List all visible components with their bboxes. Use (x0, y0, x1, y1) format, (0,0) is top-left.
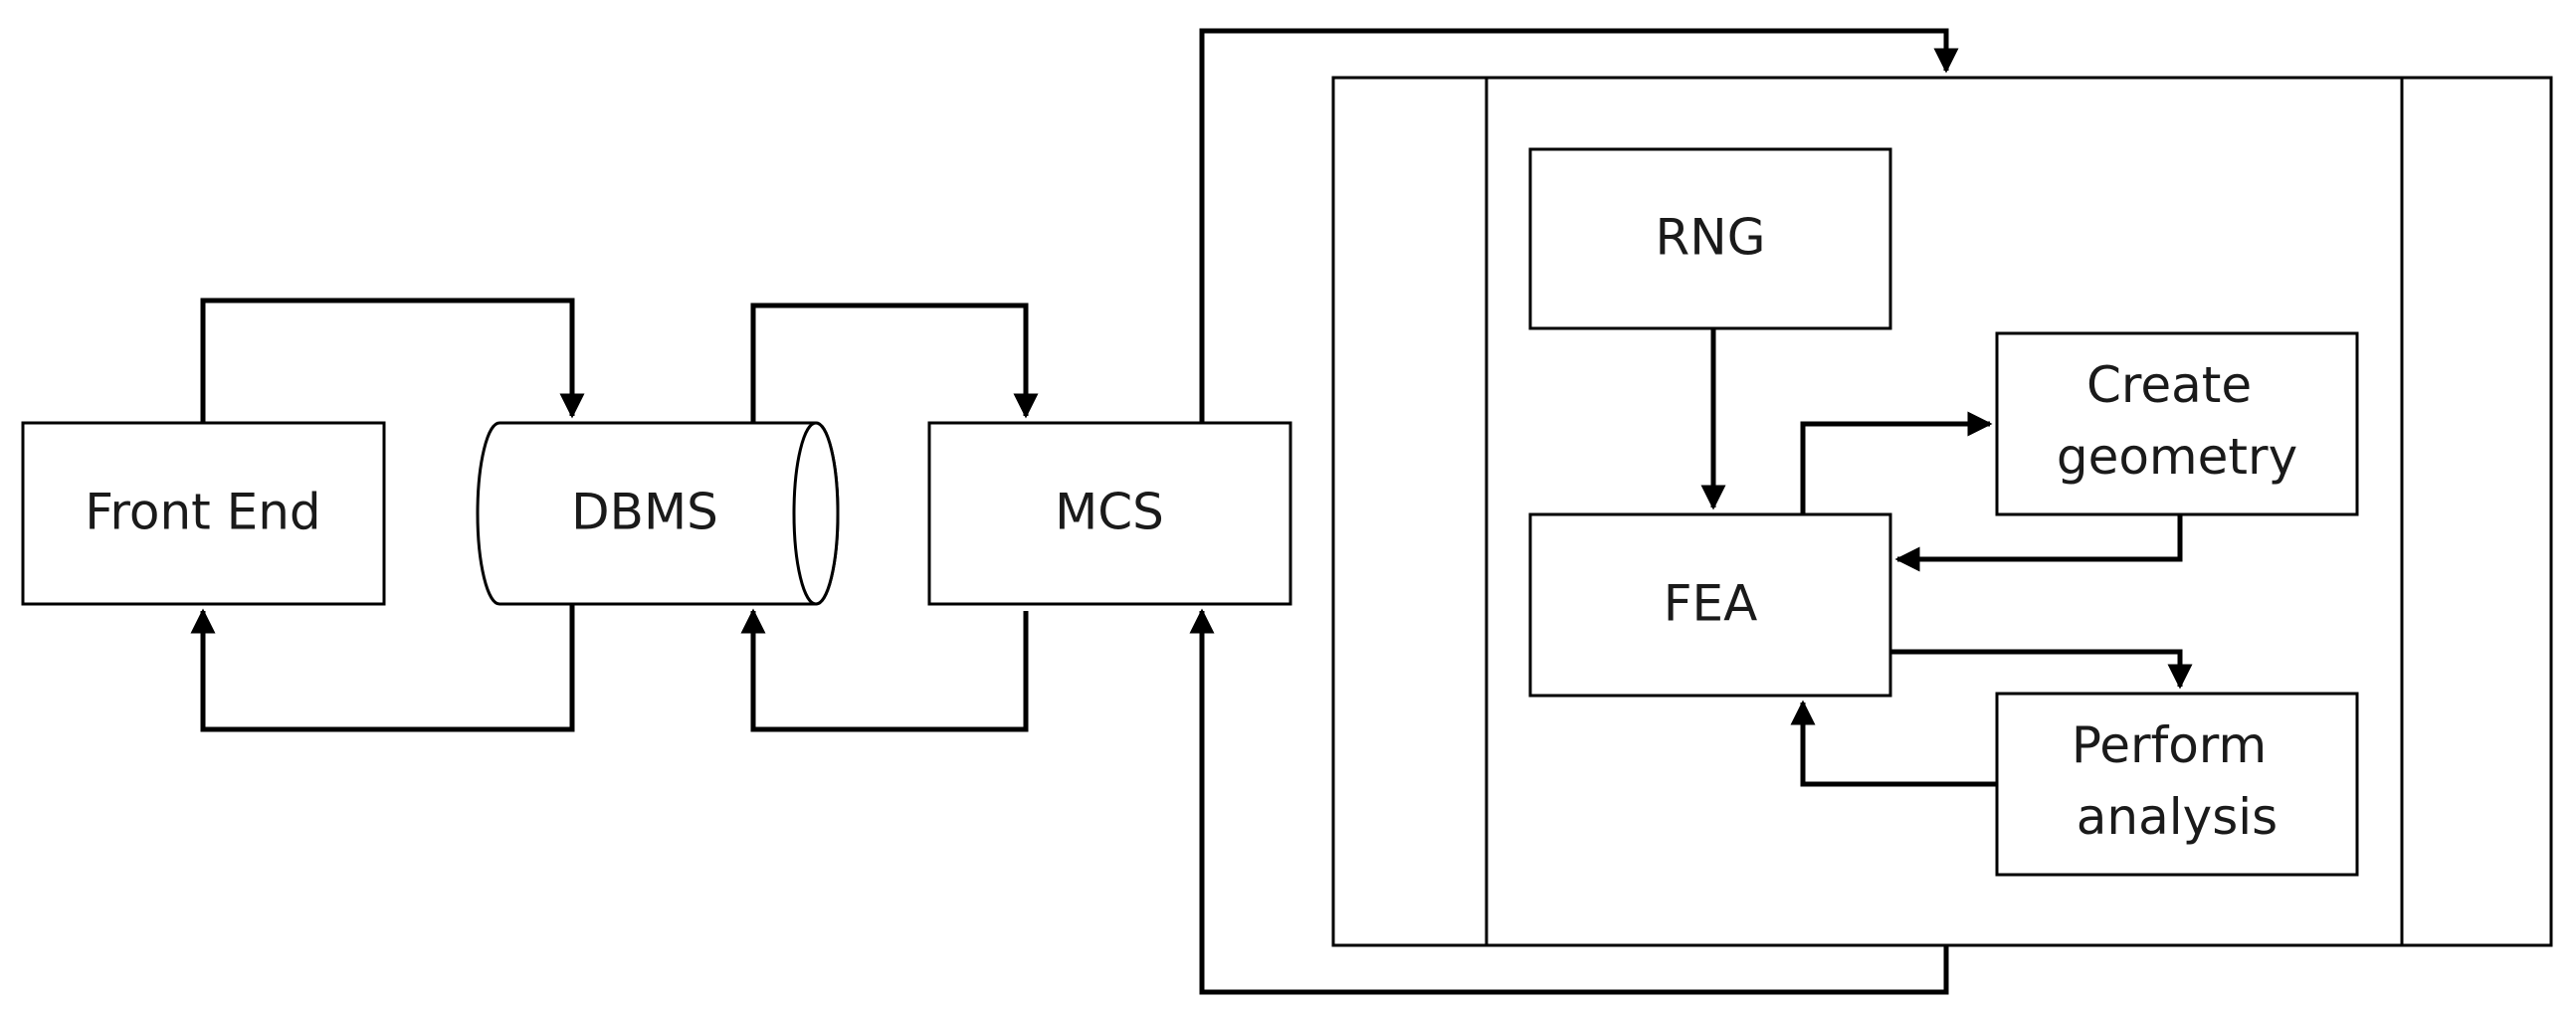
dbms-cylinder (476, 421, 840, 606)
arrow-perform-analysis-to-fea (1790, 700, 1997, 787)
arrow-mcs-to-process-frame (1199, 28, 1959, 423)
arrow-fea-to-perform-analysis (1890, 649, 2193, 690)
fea-box (1528, 512, 1892, 698)
perform-analysis-line-2: analysis (2077, 788, 2278, 846)
arrow-fea-to-create-geometry (1800, 411, 1993, 514)
perform-analysis-line-1: Perform (2072, 716, 2267, 774)
arrow-mcs-to-dbms (740, 608, 1029, 732)
arrow-process-frame-to-mcs (1189, 608, 1949, 995)
rng-label: RNG (1656, 209, 1766, 267)
create-geometry-box (1995, 331, 2359, 516)
front-end-box (21, 421, 386, 606)
arrow-dbms-to-front-end (190, 604, 575, 732)
create-geometry-line-2: geometry (2057, 428, 2297, 486)
create-geometry-label: Create geometry (2057, 356, 2297, 486)
arrow-create-geometry-to-fea (1894, 514, 2183, 572)
fea-label: FEA (1664, 575, 1758, 633)
perform-analysis-label: Perform analysis (2072, 716, 2282, 846)
process-frame (1331, 76, 2553, 947)
front-end-label: Front End (85, 484, 320, 541)
mcs-box (927, 421, 1292, 606)
mcs-label: MCS (1055, 484, 1164, 541)
perform-analysis-box (1995, 692, 2359, 877)
arrow-front-end-to-dbms (200, 298, 585, 423)
dbms-label: DBMS (571, 484, 718, 541)
arrow-dbms-to-mcs (750, 303, 1039, 423)
rng-box (1528, 147, 1892, 330)
create-geometry-line-1: Create (2086, 356, 2252, 414)
